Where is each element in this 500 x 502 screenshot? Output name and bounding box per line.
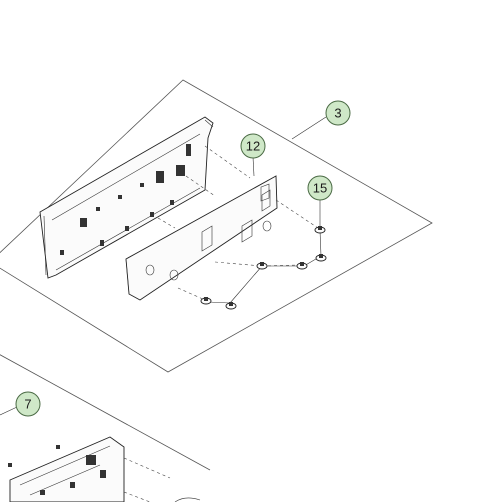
assembly-7 <box>0 354 211 502</box>
alignment-line <box>177 287 206 301</box>
callout-15-label: 15 <box>313 181 327 196</box>
callout-7: 7 <box>15 391 41 417</box>
alignment-line <box>157 217 176 229</box>
front-panel <box>39 116 214 279</box>
screw <box>225 302 237 310</box>
screw <box>296 262 308 270</box>
alignment-line <box>214 261 263 267</box>
leader-12 <box>252 156 255 177</box>
callout-12: 12 <box>240 133 266 159</box>
callout-15: 15 <box>307 175 333 201</box>
assembly-3-plane <box>0 79 433 373</box>
leader-7 <box>0 406 18 416</box>
callout-7-label: 7 <box>24 397 31 412</box>
callout-3: 3 <box>325 100 351 126</box>
callout-3-label: 3 <box>334 106 341 121</box>
screw-group-15 <box>200 226 327 310</box>
callout-12-label: 12 <box>246 139 260 154</box>
plate-part-12 <box>125 175 278 301</box>
screw <box>314 226 326 234</box>
screw <box>200 297 212 305</box>
leader-3 <box>291 116 327 140</box>
alignment-line <box>275 199 319 229</box>
screw <box>315 254 327 262</box>
screw <box>256 262 268 270</box>
